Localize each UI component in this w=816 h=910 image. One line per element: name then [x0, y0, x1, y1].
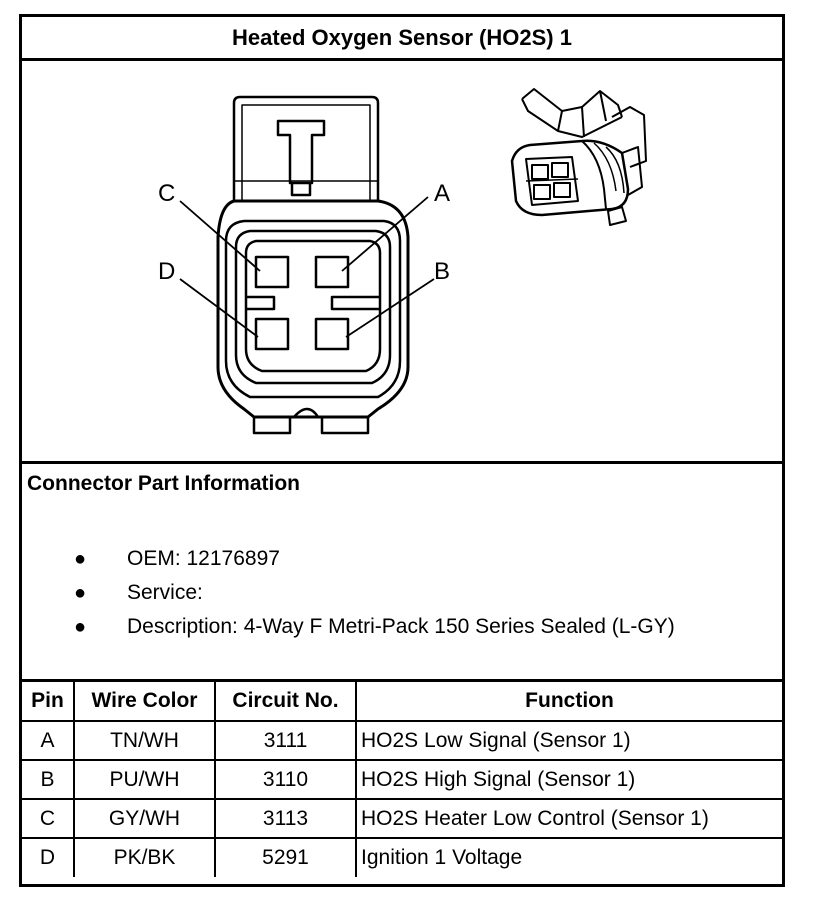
function-cell: HO2S Low Signal (Sensor 1) [355, 720, 782, 761]
bullet-icon: ● [74, 582, 87, 604]
pin-cell: B [22, 759, 75, 800]
callout-b: B [434, 258, 450, 285]
header-pin: Pin [22, 682, 75, 722]
cavity-d [254, 317, 290, 351]
page-title: Heated Oxygen Sensor (HO2S) 1 [22, 17, 782, 61]
function-cell: Ignition 1 Voltage [355, 837, 782, 877]
callout-c: C [158, 180, 175, 207]
connector-isometric-illustration [510, 88, 647, 226]
cavity-a [314, 255, 350, 289]
wire-color-cell: TN/WH [73, 720, 216, 761]
connector-part-info: Connector Part Information ●OEM: 1217689… [22, 464, 782, 682]
pin-cell: A [22, 720, 75, 761]
table-header-row: Pin Wire Color Circuit No. Function [22, 682, 782, 722]
list-item: ●Service: [72, 576, 675, 610]
wire-color-cell: PK/BK [73, 837, 216, 877]
leader-c [179, 200, 261, 272]
table-row: D PK/BK 5291 Ignition 1 Voltage [22, 837, 782, 877]
cavity-c [254, 255, 290, 289]
pin-table: Pin Wire Color Circuit No. Function A TN… [22, 682, 782, 877]
list-item: ●OEM: 12176897 [72, 542, 675, 576]
circuit-cell: 3113 [214, 798, 357, 839]
leader-d [179, 278, 259, 338]
function-cell: HO2S Heater Low Control (Sensor 1) [355, 798, 782, 839]
connector-latch [232, 95, 380, 201]
connector-info-list: ●OEM: 12176897 ●Service: ●Description: 4… [72, 542, 675, 644]
pin-cell: C [22, 798, 75, 839]
cavity-b [314, 317, 350, 351]
header-circuit-no: Circuit No. [214, 682, 357, 722]
leader-b [345, 278, 435, 338]
function-cell: HO2S High Signal (Sensor 1) [355, 759, 782, 800]
circuit-cell: 5291 [214, 837, 357, 877]
table-row: A TN/WH 3111 HO2S Low Signal (Sensor 1) [22, 720, 782, 761]
table-row: B PU/WH 3110 HO2S High Signal (Sensor 1) [22, 759, 782, 800]
leader-a [341, 196, 429, 272]
header-wire-color: Wire Color [73, 682, 216, 722]
callout-d: D [158, 258, 175, 285]
connector-info-heading: Connector Part Information [27, 472, 301, 495]
callout-a: A [434, 180, 450, 207]
list-item: ●Description: 4-Way F Metri-Pack 150 Ser… [72, 610, 675, 644]
connector-diagram: C A D B [22, 61, 782, 464]
bullet-icon: ● [74, 616, 87, 638]
pin-cell: D [22, 837, 75, 877]
connector-sheet: Heated Oxygen Sensor (HO2S) 1 [19, 14, 785, 887]
wire-color-cell: PU/WH [73, 759, 216, 800]
header-function: Function [355, 682, 782, 722]
circuit-cell: 3110 [214, 759, 357, 800]
wire-color-cell: GY/WH [73, 798, 216, 839]
connector-face-svg: C A D B [158, 88, 647, 435]
circuit-cell: 3111 [214, 720, 357, 761]
table-row: C GY/WH 3113 HO2S Heater Low Control (Se… [22, 798, 782, 839]
bullet-icon: ● [74, 548, 87, 570]
